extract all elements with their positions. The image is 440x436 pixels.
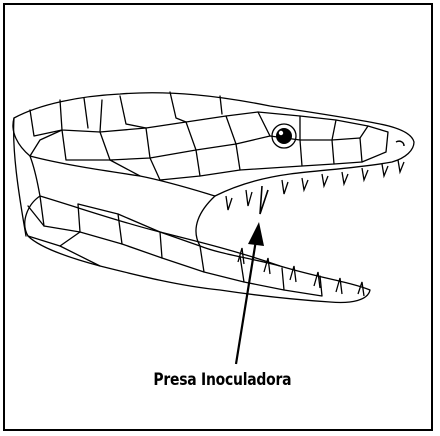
upper-teeth bbox=[226, 160, 404, 214]
eye-pupil bbox=[276, 128, 292, 144]
lower-jaw bbox=[25, 196, 370, 303]
fang-label: Presa Inoculadora bbox=[42, 370, 403, 390]
head-outline bbox=[13, 93, 414, 196]
nostril bbox=[396, 141, 404, 146]
mouth-line bbox=[196, 196, 280, 266]
